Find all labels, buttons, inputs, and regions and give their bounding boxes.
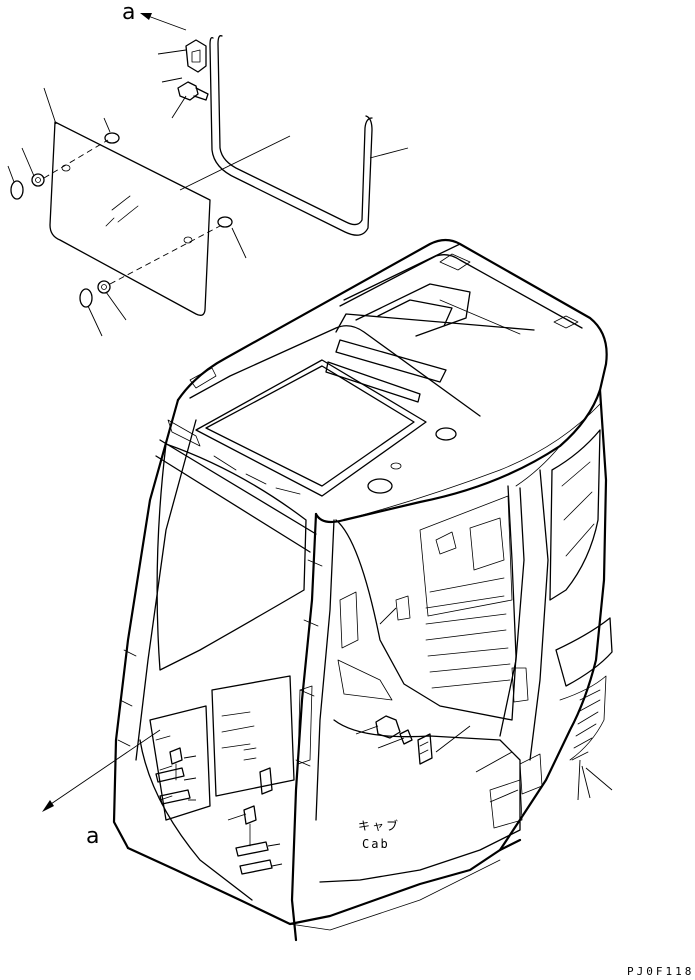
lower-left-panel — [149, 675, 313, 821]
window-glass-panel — [49, 121, 211, 316]
view-ref-label-bottom: a — [86, 824, 100, 849]
leader-lines-top — [7, 49, 409, 337]
leader-lines-body — [183, 607, 613, 867]
parts-on-cab — [155, 715, 433, 875]
glass-fasteners — [10, 132, 233, 308]
clip-bracket — [185, 39, 207, 73]
cab-floor — [126, 719, 522, 931]
cab-roof — [176, 238, 608, 524]
part-name-en: Cab — [362, 837, 390, 851]
rubber-seal-strip — [209, 35, 373, 236]
roof-window-frame — [167, 359, 427, 497]
cab-interior — [335, 485, 517, 721]
cab-front-frame — [112, 398, 335, 942]
part-name-jp: キャブ — [358, 819, 401, 833]
bolt-screw — [177, 81, 209, 101]
view-arrow-bottom — [42, 729, 161, 812]
view-ref-label-top: a — [122, 0, 136, 25]
view-arrow-top — [140, 13, 187, 31]
cab-rear-side — [489, 388, 613, 852]
drawing-code: PJ0F118 — [627, 965, 695, 978]
